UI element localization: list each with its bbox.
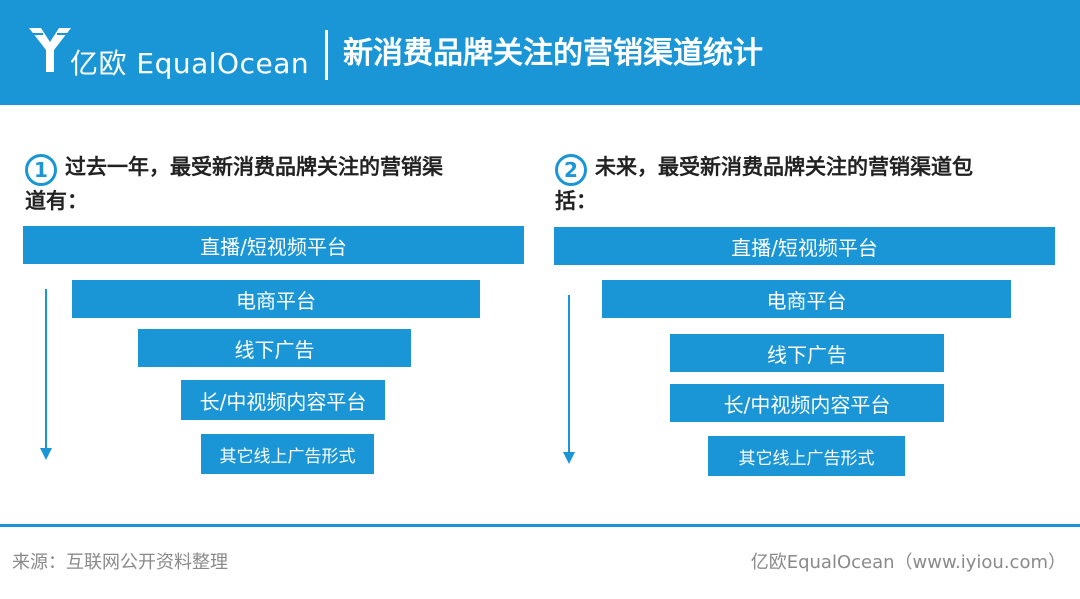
panel-1-heading: 1 过去一年，最受新消费品牌关注的营销渠 道有： <box>25 152 443 217</box>
funnel-1-arrow-down-icon <box>40 448 52 460</box>
funnel-2-arrow-down-icon <box>563 452 575 464</box>
funnel-2-bar-4: 长/中视频内容平台 <box>670 384 944 422</box>
funnel-2-bar-2: 电商平台 <box>602 280 1011 318</box>
equalocean-logo-icon <box>29 28 71 72</box>
funnel-1-bar-5: 其它线上广告形式 <box>201 434 374 474</box>
funnel-2-bar-3: 线下广告 <box>670 334 944 372</box>
funnel-1-arrow-line <box>45 289 47 448</box>
funnel-2-bar-1: 直播/短视频平台 <box>554 227 1055 265</box>
panel-2-heading: 2 未来，最受新消费品牌关注的营销渠道包 括： <box>555 152 973 217</box>
footer-brand: 亿欧EqualOcean（www.iyiou.com） <box>750 552 1066 573</box>
number-badge-2: 2 <box>555 154 587 186</box>
source-note: 来源：互联网公开资料整理 <box>12 552 228 573</box>
number-badge-1: 1 <box>25 154 57 186</box>
funnel-1-bar-1: 直播/短视频平台 <box>23 226 524 264</box>
panel-1-heading-line1: 过去一年，最受新消费品牌关注的营销渠 <box>65 155 443 179</box>
header-banner: 亿欧 EqualOcean 新消费品牌关注的营销渠道统计 <box>0 0 1080 105</box>
footer-divider <box>0 524 1080 527</box>
funnel-1-bar-4: 长/中视频内容平台 <box>181 380 385 420</box>
funnel-2-arrow-line <box>568 295 570 452</box>
page-title: 新消费品牌关注的营销渠道统计 <box>343 36 763 71</box>
panel-2-heading-line1: 未来，最受新消费品牌关注的营销渠道包 <box>595 155 973 179</box>
funnel-2-bar-5: 其它线上广告形式 <box>708 436 905 476</box>
funnel-1-bar-3: 线下广告 <box>138 329 411 367</box>
header-divider <box>325 30 328 80</box>
brand-name: 亿欧 EqualOcean <box>70 47 310 80</box>
funnel-1-bar-2: 电商平台 <box>72 280 480 318</box>
panel-2-heading-line2: 括： <box>555 189 597 213</box>
panel-1-heading-line2: 道有： <box>25 189 88 213</box>
